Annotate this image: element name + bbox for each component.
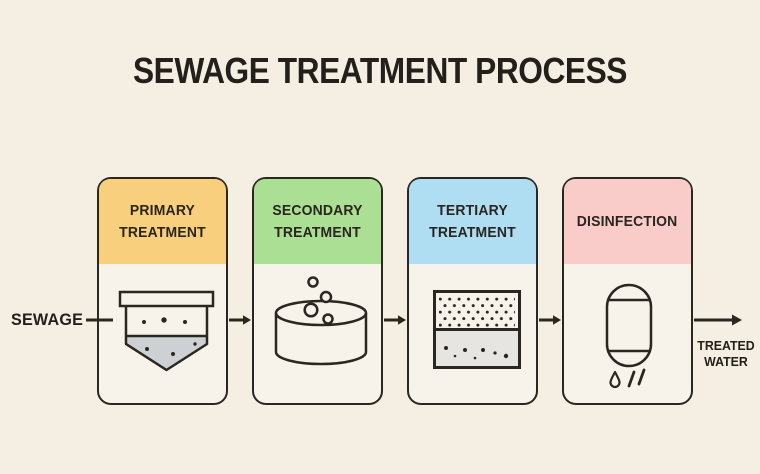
stage-card-secondary-treatment: SECONDARY TREATMENT bbox=[252, 177, 383, 405]
stage-label: DISINFECTION bbox=[577, 212, 678, 230]
stage-card-disinfection: DISINFECTION bbox=[562, 177, 693, 405]
stage-header: DISINFECTION bbox=[564, 179, 691, 264]
stage-header: SECONDARY TREATMENT bbox=[254, 179, 381, 264]
filter-bed-icon bbox=[433, 290, 521, 369]
stage-card-primary-treatment: PRIMARY TREATMENT bbox=[97, 177, 228, 405]
aeration-tank-icon bbox=[274, 276, 368, 366]
stage-card-tertiary-treatment: TERTIARY TREATMENT bbox=[407, 177, 538, 405]
stage-label: SECONDARY TREATMENT bbox=[272, 201, 363, 241]
settling-tank-icon bbox=[118, 290, 215, 372]
stage-label: PRIMARY TREATMENT bbox=[119, 201, 206, 241]
outflow-arrow bbox=[694, 314, 742, 326]
stage-header: PRIMARY TREATMENT bbox=[99, 179, 226, 264]
stage-header: TERTIARY TREATMENT bbox=[409, 179, 536, 264]
sewage-inflow-label: SEWAGE bbox=[11, 310, 84, 329]
disinfection-capsule-icon bbox=[605, 283, 653, 389]
flow-arrow-3 bbox=[539, 315, 561, 325]
treated-water-label: TREATED WATER bbox=[697, 338, 755, 369]
page-title: SEWAGE TREATMENT PROCESS bbox=[132, 50, 628, 91]
flow-arrow-2 bbox=[384, 315, 406, 325]
stage-label: TERTIARY TREATMENT bbox=[429, 201, 516, 241]
flow-arrow-1 bbox=[229, 315, 251, 325]
